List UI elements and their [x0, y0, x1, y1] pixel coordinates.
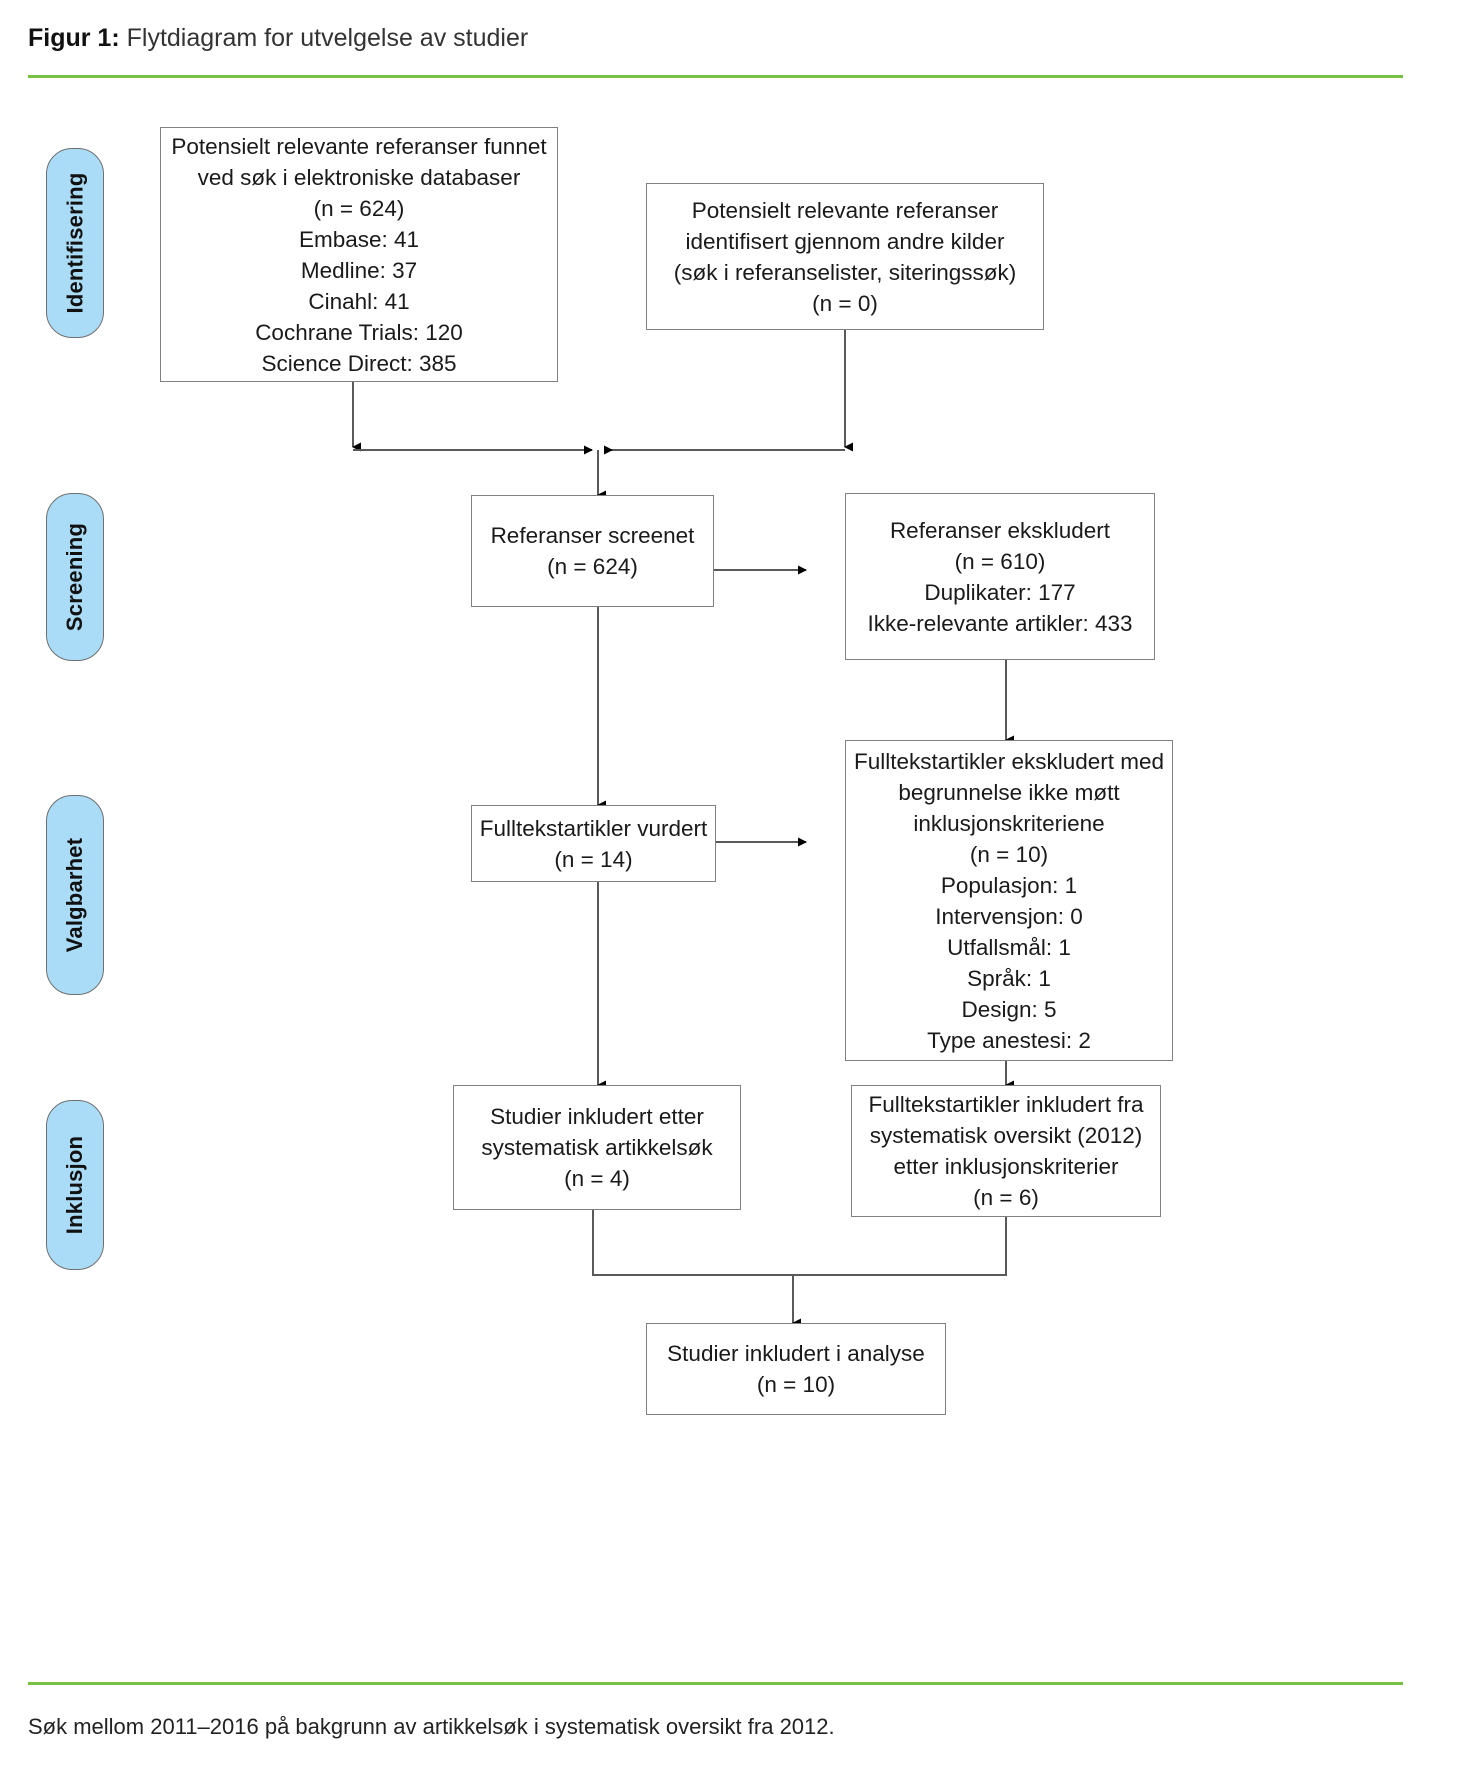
- node-line: (n = 624): [313, 195, 405, 221]
- node-line: Potensielt relevante referanser funnet: [171, 133, 547, 159]
- node-included-analysis: Studier inkludert i analyse (n = 10): [646, 1323, 946, 1415]
- node-line: Fulltekstartikler inkludert fra: [868, 1092, 1144, 1117]
- node-line: Intervensjon: 0: [935, 903, 1083, 929]
- node-excluded-refs: Referanser ekskludert (n = 610) Duplikat…: [845, 493, 1155, 660]
- node-line: systematisk artikkelsøk: [481, 1135, 713, 1160]
- stage-label: Valgbarhet: [62, 837, 88, 953]
- node-line: Språk: 1: [967, 965, 1051, 991]
- node-screened: Referanser screenet (n = 624): [471, 495, 714, 607]
- figure-header: Figur 1: Flytdiagram for utvelgelse av s…: [28, 22, 1428, 54]
- node-line: Ikke-relevante artikler: 433: [867, 610, 1133, 636]
- node-line: ved søk i elektroniske databaser: [197, 164, 521, 190]
- node-line: (n = 6): [973, 1185, 1039, 1210]
- node-line: (n = 4): [564, 1166, 630, 1191]
- node-fulltext-excluded: Fulltekstartikler ekskludert med begrunn…: [845, 740, 1173, 1061]
- node-line: begrunnelse ikke møtt: [898, 779, 1120, 805]
- node-line: inklusjonskriteriene: [913, 810, 1105, 836]
- node-line: (n = 14): [554, 846, 633, 872]
- node-line: Design: 5: [961, 996, 1057, 1022]
- node-line: Fulltekstartikler vurdert: [479, 815, 708, 841]
- node-line: Fulltekstartikler ekskludert med: [853, 748, 1165, 774]
- node-line: Cinahl: 41: [308, 288, 410, 314]
- prisma-flow-diagram: Identifisering Screening Valgbarhet Inkl…: [0, 95, 1459, 1675]
- node-db-search: Potensielt relevante referanser funnet v…: [160, 127, 558, 382]
- node-line: (n = 10): [969, 841, 1049, 867]
- stage-pill-inklusjon: Inklusjon: [46, 1100, 104, 1270]
- node-line: etter inklusjonskriterier: [893, 1154, 1119, 1179]
- stage-label: Identifisering: [62, 172, 87, 314]
- node-line: (søk i referanselister, siteringssøk): [673, 259, 1017, 285]
- node-line: identifisert gjennom andre kilder: [685, 228, 1005, 254]
- node-line: Referanser ekskludert: [889, 517, 1111, 543]
- node-line: Referanser screenet: [490, 523, 695, 548]
- figure-caption: Figur 1: Flytdiagram for utvelgelse av s…: [28, 22, 1428, 54]
- figure-label: Figur 1:: [28, 24, 120, 52]
- node-line: Cochrane Trials: 120: [255, 319, 463, 345]
- stage-label: Screening: [62, 522, 88, 632]
- node-line: Medline: 37: [300, 257, 418, 283]
- node-line: (n = 10): [756, 1372, 836, 1397]
- node-line: Populasjon: 1: [940, 872, 1078, 898]
- footer-divider-rule: [28, 1682, 1403, 1685]
- stage-label: Inklusjon: [62, 1135, 87, 1235]
- node-line: systematisk oversikt (2012): [869, 1123, 1143, 1148]
- stage-pill-screening: Screening: [46, 493, 104, 661]
- figure-footnote: Søk mellom 2011–2016 på bakgrunn av arti…: [28, 1714, 835, 1739]
- header-divider-rule: [28, 75, 1403, 78]
- node-line: (n = 0): [812, 290, 878, 316]
- node-line: Science Direct: 385: [261, 350, 457, 376]
- node-included-systematic-search: Studier inkludert etter systematisk arti…: [453, 1085, 741, 1210]
- node-line: Duplikater: 177: [924, 579, 1076, 605]
- stage-pill-identifisering: Identifisering: [46, 148, 104, 338]
- node-other-sources: Potensielt relevante referanser identifi…: [646, 183, 1044, 330]
- node-line: Embase: 41: [298, 226, 420, 252]
- node-line: Utfallsmål: 1: [947, 934, 1071, 960]
- node-line: Studier inkludert i analyse: [667, 1341, 925, 1366]
- node-line: (n = 624): [547, 554, 638, 579]
- node-line: Potensielt relevante referanser: [691, 197, 999, 223]
- node-fulltext-assessed: Fulltekstartikler vurdert (n = 14): [471, 805, 716, 882]
- node-line: Studier inkludert etter: [490, 1104, 704, 1129]
- figure-title: Flytdiagram for utvelgelse av studier: [126, 24, 529, 52]
- node-line: (n = 610): [954, 548, 1046, 574]
- node-line: Type anestesi: 2: [927, 1027, 1091, 1053]
- stage-pill-valgbarhet: Valgbarhet: [46, 795, 104, 995]
- node-included-from-review: Fulltekstartikler inkludert fra systemat…: [851, 1085, 1161, 1217]
